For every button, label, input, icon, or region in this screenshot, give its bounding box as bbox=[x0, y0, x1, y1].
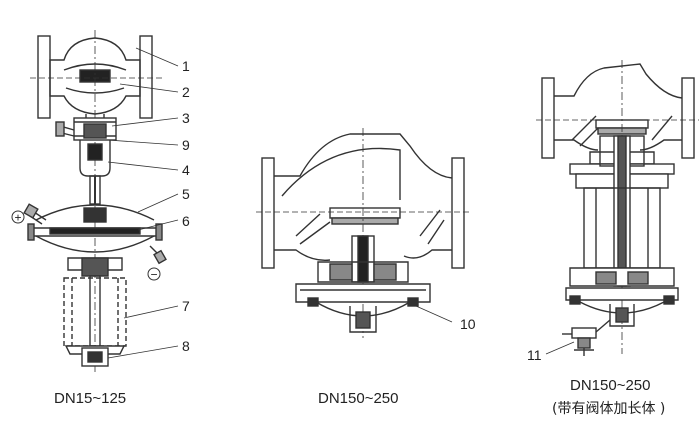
callout-9: 9 bbox=[182, 137, 190, 153]
callout-4: 4 bbox=[182, 162, 190, 178]
callout-2: 2 bbox=[182, 84, 190, 100]
callout-3: 3 bbox=[182, 110, 190, 126]
callout-10: 10 bbox=[460, 316, 476, 332]
callout-8: 8 bbox=[182, 338, 190, 354]
callout-5: 5 bbox=[182, 186, 190, 202]
figure-dn150-250 bbox=[256, 128, 470, 338]
minus-symbol: − bbox=[150, 268, 157, 282]
callout-1: 1 bbox=[182, 58, 190, 74]
caption-extended-note: (带有阀体加长体 ) bbox=[552, 401, 666, 417]
figure-dn15-125 bbox=[11, 30, 179, 372]
caption-dn150-250: DN150~250 bbox=[318, 390, 399, 407]
caption-dn150-250-extended: DN150~250 bbox=[570, 377, 651, 394]
caption-dn15-125: DN15~125 bbox=[54, 390, 127, 407]
callout-11: 11 bbox=[527, 347, 542, 363]
callout-7: 7 bbox=[182, 298, 190, 314]
callout-6: 6 bbox=[182, 213, 190, 229]
plus-symbol: + bbox=[14, 211, 21, 225]
figure-dn150-250-extended bbox=[536, 60, 699, 356]
